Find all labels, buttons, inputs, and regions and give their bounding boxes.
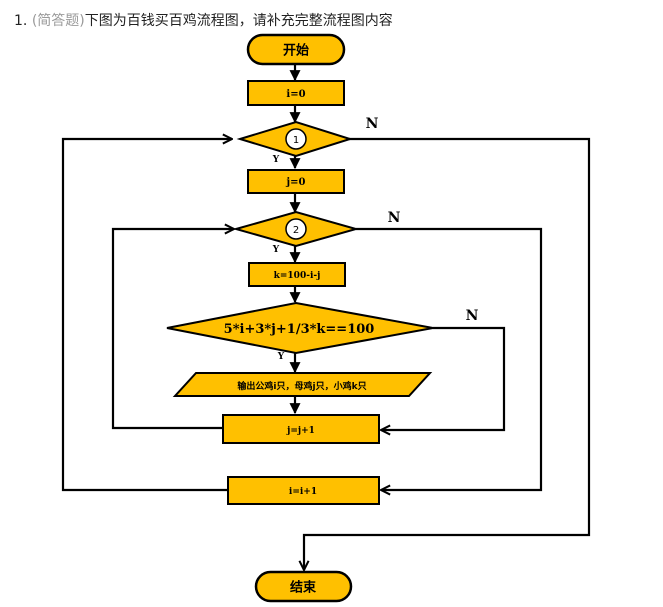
- start-label: 开始: [283, 43, 309, 59]
- condition-2-marker: [285, 218, 307, 240]
- question-type: (简答题): [31, 13, 85, 29]
- inc-j-box: [222, 414, 380, 444]
- init-i-label: i=0: [286, 89, 305, 100]
- condition-1-yes: Y: [272, 155, 280, 165]
- condition-1-no: N: [366, 116, 379, 132]
- init-i-box: [247, 80, 345, 106]
- question-header: 1. (简答题)下图为百钱买百鸡流程图，请补充完整流程图内容: [14, 10, 393, 30]
- condition-2-label: 2: [293, 225, 299, 236]
- question-number: 1.: [14, 13, 28, 29]
- flow-connectors: [61, 65, 591, 570]
- end-label: 结束: [290, 580, 317, 596]
- condition-2-no: N: [388, 210, 401, 226]
- inc-j-label: j=j+1: [286, 426, 315, 436]
- condition-1-marker: [285, 128, 307, 150]
- init-j-label: j=0: [286, 177, 306, 188]
- inc-i-label: i=i+1: [289, 487, 317, 497]
- main-condition-label: 5*i+3*j+1/3*k==100: [224, 322, 375, 337]
- main-condition-yes: Y: [277, 352, 285, 362]
- calc-k-box: [248, 262, 346, 287]
- init-j-box: [247, 169, 345, 194]
- calc-k-label: k=100-i-j: [274, 271, 321, 281]
- main-condition-no: N: [466, 308, 479, 324]
- main-condition-diamond: [166, 301, 434, 355]
- start-terminal: [246, 33, 346, 66]
- output-label: 输出公鸡i只，母鸡j只，小鸡k只: [237, 380, 366, 392]
- condition-2-yes: Y: [272, 245, 280, 255]
- question-text: 下图为百钱买百鸡流程图，请补充完整流程图内容: [84, 13, 393, 29]
- inc-i-box: [227, 476, 380, 505]
- condition-1-label: 1: [293, 135, 299, 146]
- output-parallelogram: [172, 372, 433, 397]
- end-terminal: [254, 570, 353, 603]
